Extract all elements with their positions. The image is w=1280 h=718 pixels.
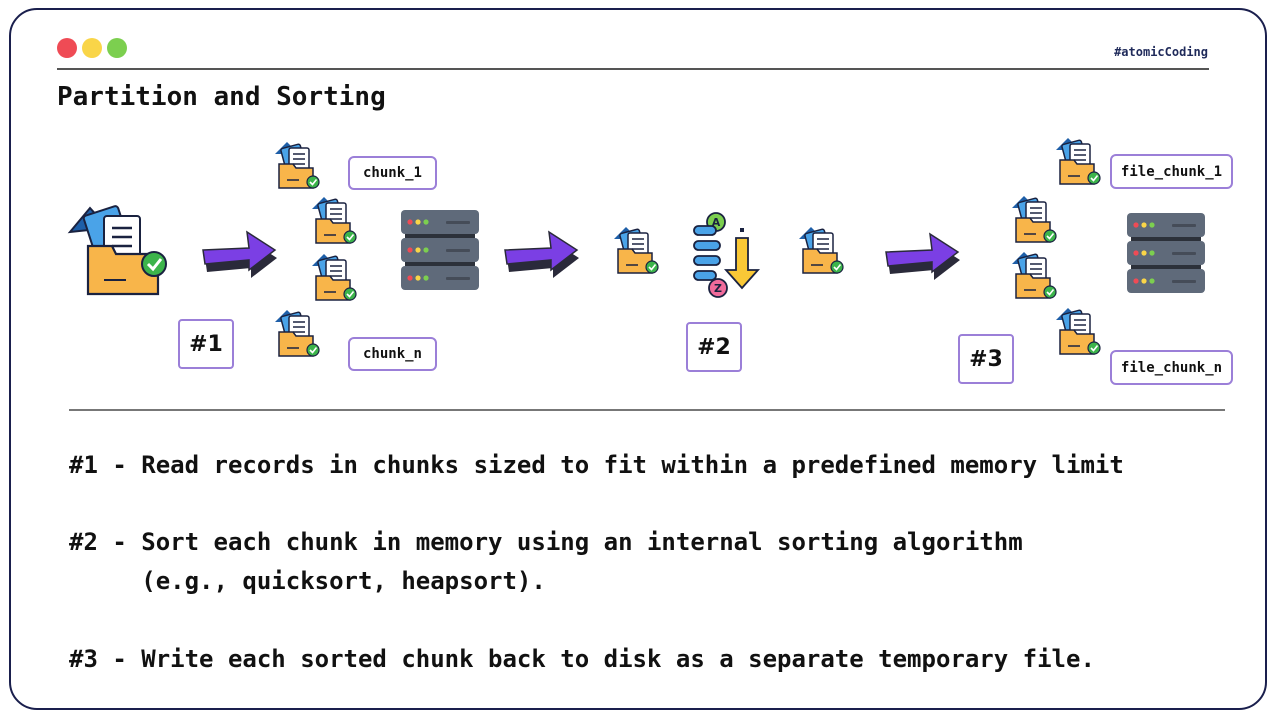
description-step-2: #2 - Sort each chunk in memory using an … bbox=[69, 528, 1023, 556]
chunk-folder-icon bbox=[798, 226, 844, 274]
chunk-folder-icon bbox=[311, 196, 357, 244]
page-title: Partition and Sorting bbox=[57, 82, 386, 112]
minimize-dot bbox=[82, 38, 102, 58]
description-step-3: #3 - Write each sorted chunk back to dis… bbox=[69, 645, 1095, 673]
chunk-folder-icon bbox=[274, 141, 320, 189]
section-divider bbox=[69, 409, 1225, 411]
close-dot bbox=[57, 38, 77, 58]
arrow-right-icon bbox=[202, 231, 278, 279]
file-chunk-label-last: file_chunk_n bbox=[1110, 350, 1233, 385]
arrow-right-icon bbox=[885, 233, 961, 281]
file-chunk-label-first: file_chunk_1 bbox=[1110, 154, 1233, 189]
file-chunk-folder-icon bbox=[1011, 195, 1057, 243]
chunk-label-last: chunk_n bbox=[348, 337, 437, 371]
chunk-folder-icon bbox=[613, 226, 659, 274]
server-icon bbox=[401, 210, 479, 290]
description-step-2-continued: (e.g., quicksort, heapsort). bbox=[69, 567, 546, 595]
step-badge-3: #3 bbox=[958, 334, 1014, 384]
header-divider bbox=[57, 68, 1209, 70]
hashtag-label: #atomicCoding bbox=[1114, 45, 1208, 59]
step-badge-2: #2 bbox=[686, 322, 742, 372]
description-step-1: #1 - Read records in chunks sized to fit… bbox=[69, 451, 1124, 479]
sort-az-icon: A Z bbox=[693, 212, 761, 298]
source-folder-icon bbox=[67, 205, 167, 296]
file-chunk-folder-icon bbox=[1011, 251, 1057, 299]
file-chunk-folder-icon bbox=[1055, 137, 1101, 185]
chunk-folder-icon bbox=[274, 309, 320, 357]
arrow-right-icon bbox=[504, 231, 580, 279]
file-chunk-folder-icon bbox=[1055, 307, 1101, 355]
chunk-label-first: chunk_1 bbox=[348, 156, 437, 190]
chunk-folder-icon bbox=[311, 253, 357, 301]
step-badge-1: #1 bbox=[178, 319, 234, 369]
server-icon bbox=[1127, 213, 1205, 293]
window-controls bbox=[57, 38, 127, 58]
svg-text:Z: Z bbox=[714, 282, 722, 295]
maximize-dot bbox=[107, 38, 127, 58]
svg-text:A: A bbox=[712, 216, 721, 229]
